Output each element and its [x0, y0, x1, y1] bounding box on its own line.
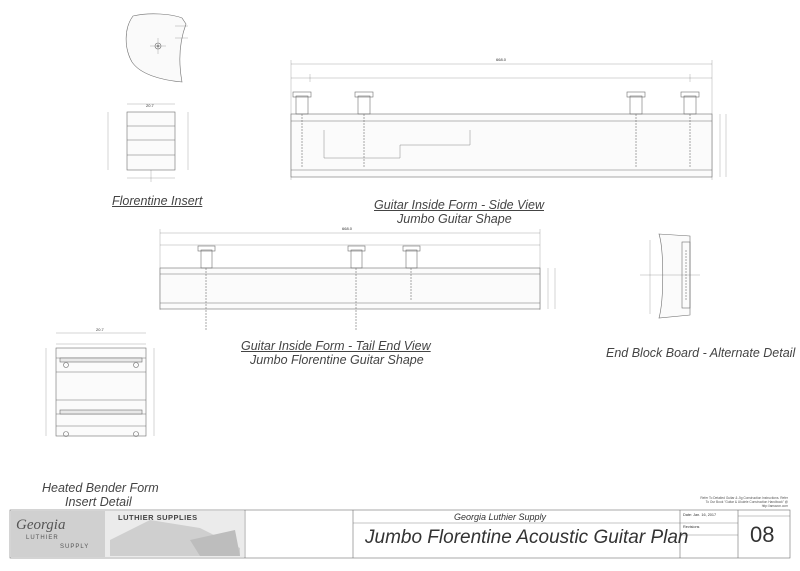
end-block-drawing: [640, 233, 700, 319]
luthier-supplies-banner: LUTHIER SUPPLIES: [118, 513, 198, 522]
florentine-insert-drawing: [107, 103, 189, 182]
logo-subtext-2: SUPPLY: [60, 544, 90, 550]
tail-view-sublabel: Jumbo Florentine Guitar Shape: [250, 353, 424, 367]
florentine-insert-label: Florentine Insert: [112, 194, 203, 208]
bender-label: Heated Bender Form: [42, 481, 159, 495]
plan-title: Jumbo Florentine Acoustic Guitar Plan: [365, 527, 689, 548]
side-view-drawing: [290, 60, 727, 180]
logo-wordmark: Georgia: [16, 517, 66, 533]
bender-insert-drawing: [45, 332, 155, 437]
bender-sublabel: Insert Detail: [65, 495, 132, 509]
title-block-frame: [9, 509, 791, 559]
side-view-sublabel: Jumbo Guitar Shape: [397, 212, 512, 226]
logo-area: [11, 511, 244, 557]
tail-total-dimension: 668.0: [342, 226, 353, 231]
insert-width-dimension: 20.7: [146, 103, 154, 108]
sheet-number: 08: [750, 522, 775, 547]
company-name: Georgia Luthier Supply: [454, 512, 547, 522]
side-total-dimension: 668.0: [496, 57, 507, 62]
reference-note: Refer To Detailed Guitar & Jig Construct…: [700, 496, 788, 508]
logo-subtext: LUTHIER: [26, 535, 59, 541]
end-block-label: End Block Board - Alternate Detail: [606, 346, 796, 360]
bender-width-dimension: 20.7: [96, 327, 104, 332]
date-field: Date: Jan. 16, 2017: [683, 513, 717, 517]
template-piece: [125, 13, 188, 83]
tail-view-drawing: [159, 229, 556, 330]
side-view-label: Guitar Inside Form - Side View: [374, 198, 544, 212]
tail-view-label: Guitar Inside Form - Tail End View: [241, 339, 431, 353]
revisions-field: Revisions: [683, 525, 700, 529]
